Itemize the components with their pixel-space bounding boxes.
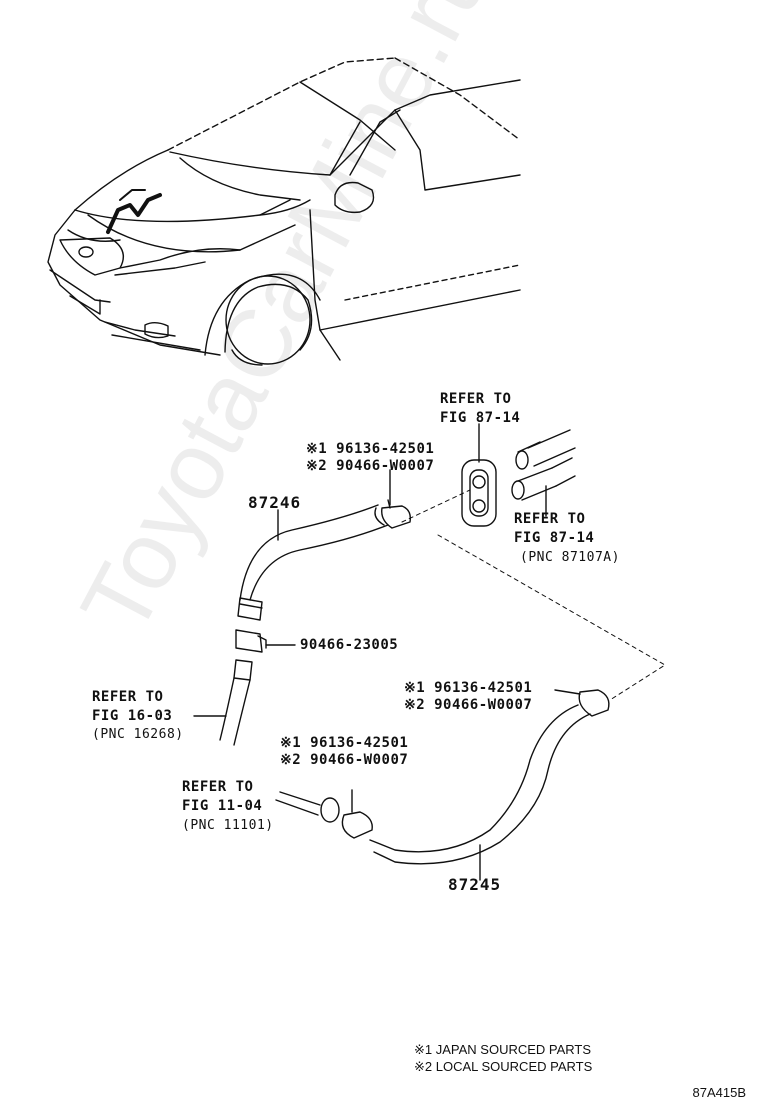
refer-8714-bottom-line2: FIG 87-14 — [514, 530, 595, 546]
note-japan-sourced: ※1 JAPAN SOURCED PARTS — [414, 1042, 592, 1057]
refer-1603-line1: REFER TO — [92, 689, 164, 705]
heater-pipes — [511, 429, 576, 517]
refer-8714-top-line1: REFER TO — [440, 391, 512, 407]
refer-8714-bottom-pnc: (PNC 87107A) — [520, 550, 620, 565]
part-number-87245: 87245 — [448, 875, 502, 894]
note-local-sourced: ※2 LOCAL SOURCED PARTS — [414, 1059, 593, 1074]
refer-1603-pnc: (PNC 16268) — [92, 727, 184, 742]
hose-87245 — [275, 689, 610, 881]
clip-mid-japan: ※1 96136-42501 — [280, 735, 409, 751]
clip-right-japan: ※1 96136-42501 — [404, 680, 533, 696]
clip-top-japan: ※1 96136-42501 — [306, 441, 435, 457]
refer-8714-top-line2: FIG 87-14 — [440, 410, 521, 426]
car-illustration — [47, 57, 521, 366]
clip-top-local: ※2 90466-W0007 — [306, 458, 435, 474]
clip-right-local: ※2 90466-W0007 — [404, 697, 533, 713]
refer-1104-pnc: (PNC 11101) — [182, 818, 274, 833]
refer-1104-line2: FIG 11-04 — [182, 798, 263, 814]
hose-clamp-23005 — [193, 629, 296, 746]
figure-code: 87A415B — [692, 1085, 747, 1100]
clamp-90466-23005: 90466-23005 — [300, 637, 399, 653]
part-number-87246: 87246 — [248, 493, 302, 512]
refer-8714-bottom-line1: REFER TO — [514, 511, 586, 527]
grommet-part — [461, 423, 497, 527]
refer-1104-line1: REFER TO — [182, 779, 254, 795]
refer-1603-line2: FIG 16-03 — [92, 708, 173, 724]
hose-87246 — [237, 469, 412, 621]
clip-mid-local: ※2 90466-W0007 — [280, 752, 409, 768]
